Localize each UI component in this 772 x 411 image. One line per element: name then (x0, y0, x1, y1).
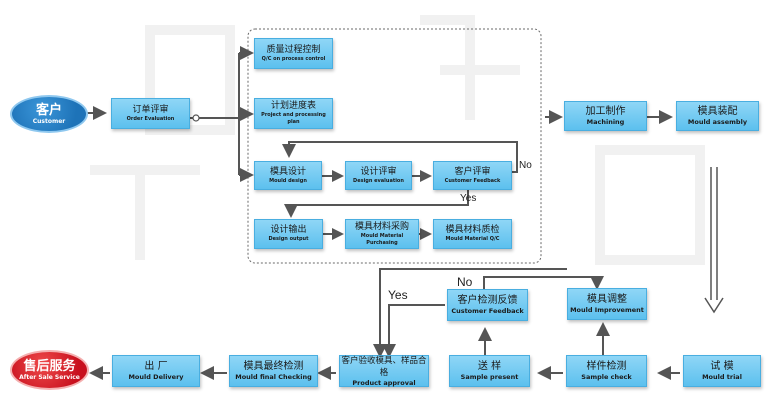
customer-review-node: 客户评审 Customer Feedback (433, 161, 512, 190)
customer-start-node: 客户 Customer (10, 95, 88, 133)
order-evaluation-node: 订单评审 Order Evaluation (111, 98, 190, 129)
customer-feedback-node: 客户检测反馈 Customer Feedback (447, 289, 528, 321)
final-checking-node: 模具最终检测 Mould final Checking (229, 355, 318, 387)
design-evaluation-en: Design evaluation (353, 177, 404, 184)
mould-improvement-node: 模具调整 Mould Improvement (567, 288, 647, 320)
sample-check-node: 样件检测 Sample check (566, 355, 647, 387)
edge-label-yes-top: Yes (460, 193, 477, 204)
edge-label-no-top: No (519, 160, 532, 171)
sample-check-zh: 样件检测 (586, 360, 627, 372)
project-plan-zh: 计划进度表 (270, 101, 316, 111)
product-approval-en: Product approval (352, 378, 416, 387)
final-checking-zh: 模具最终检测 (243, 360, 304, 372)
mould-assembly-zh: 模具装配 (697, 105, 738, 117)
sample-present-node: 送 样 Sample present (449, 355, 530, 387)
mould-design-en: Mould design (269, 177, 307, 184)
mould-delivery-node: 出 厂 Mould Delivery (112, 355, 200, 387)
design-output-zh: 设计输出 (270, 225, 307, 235)
customer-review-en: Customer Feedback (444, 177, 501, 184)
sample-check-en: Sample check (581, 372, 632, 381)
mould-improvement-zh: 模具调整 (587, 293, 627, 305)
mould-trial-node: 试 模 Mould trial (683, 355, 761, 387)
edge-label-no-bottom: No (457, 275, 473, 289)
final-checking-en: Mould final Checking (235, 372, 312, 381)
material-qc-node: 模具材料质检 Mould Material Q/C (433, 219, 512, 249)
material-purchasing-zh: 模具材料采购 (354, 221, 409, 232)
machining-zh: 加工制作 (585, 105, 626, 117)
machining-node: 加工制作 Machining (564, 101, 647, 131)
mould-design-node: 模具设计 Mould design (254, 161, 322, 190)
mould-trial-en: Mould trial (702, 372, 742, 381)
product-approval-zh: 客户验收模具、样品合格 (341, 355, 427, 378)
design-output-node: 设计输出 Design output (254, 219, 323, 249)
customer-label-en: Customer (32, 117, 66, 125)
project-plan-node: 计划进度表 Project and processing plan (254, 98, 333, 129)
mould-improvement-en: Mould Improvement (570, 305, 644, 314)
customer-label-zh: 客户 (35, 102, 62, 118)
order-evaluation-zh: 订单评审 (132, 104, 169, 115)
design-phase-group (247, 28, 542, 264)
after-sale-zh: 售后服务 (23, 358, 76, 374)
mould-assembly-en: Mould assembly (687, 117, 748, 126)
material-purchasing-node: 模具材料采购 Mould Material Purchasing (345, 219, 419, 249)
product-approval-node: 客户验收模具、样品合格 Product approval (339, 355, 429, 387)
design-evaluation-node: 设计评审 Design evaluation (345, 161, 412, 190)
material-qc-en: Mould Material Q/C (445, 236, 500, 242)
mould-assembly-node: 模具装配 Mould assembly (676, 101, 759, 131)
qc-process-zh: 质量过程控制 (266, 44, 321, 55)
customer-feedback-zh: 客户检测反馈 (457, 294, 518, 306)
after-sale-en: After Sale Service (19, 373, 80, 381)
sample-present-en: Sample present (460, 372, 519, 381)
mould-design-zh: 模具设计 (269, 166, 306, 177)
design-evaluation-zh: 设计评审 (360, 166, 397, 177)
after-sale-end-node: 售后服务 After Sale Service (10, 350, 89, 390)
material-qc-zh: 模具材料质检 (445, 225, 500, 235)
mould-delivery-en: Mould Delivery (128, 372, 184, 381)
qc-process-en: Q/C on process control (261, 55, 326, 62)
edge-label-yes-bottom: Yes (388, 288, 408, 302)
mould-delivery-zh: 出 厂 (144, 360, 168, 372)
customer-review-zh: 客户评审 (454, 166, 491, 177)
material-purchasing-en: Mould Material Purchasing (360, 232, 404, 246)
mould-trial-zh: 试 模 (710, 360, 734, 372)
machining-en: Machining (586, 117, 625, 126)
qc-process-node: 质量过程控制 Q/C on process control (254, 38, 333, 69)
design-output-en: Design output (268, 236, 309, 242)
order-evaluation-en: Order Evaluation (126, 115, 175, 122)
sample-present-zh: 送 样 (477, 360, 502, 372)
project-plan-en: Project and processing plan (261, 112, 326, 125)
customer-feedback-en: Customer Feedback (451, 306, 524, 315)
